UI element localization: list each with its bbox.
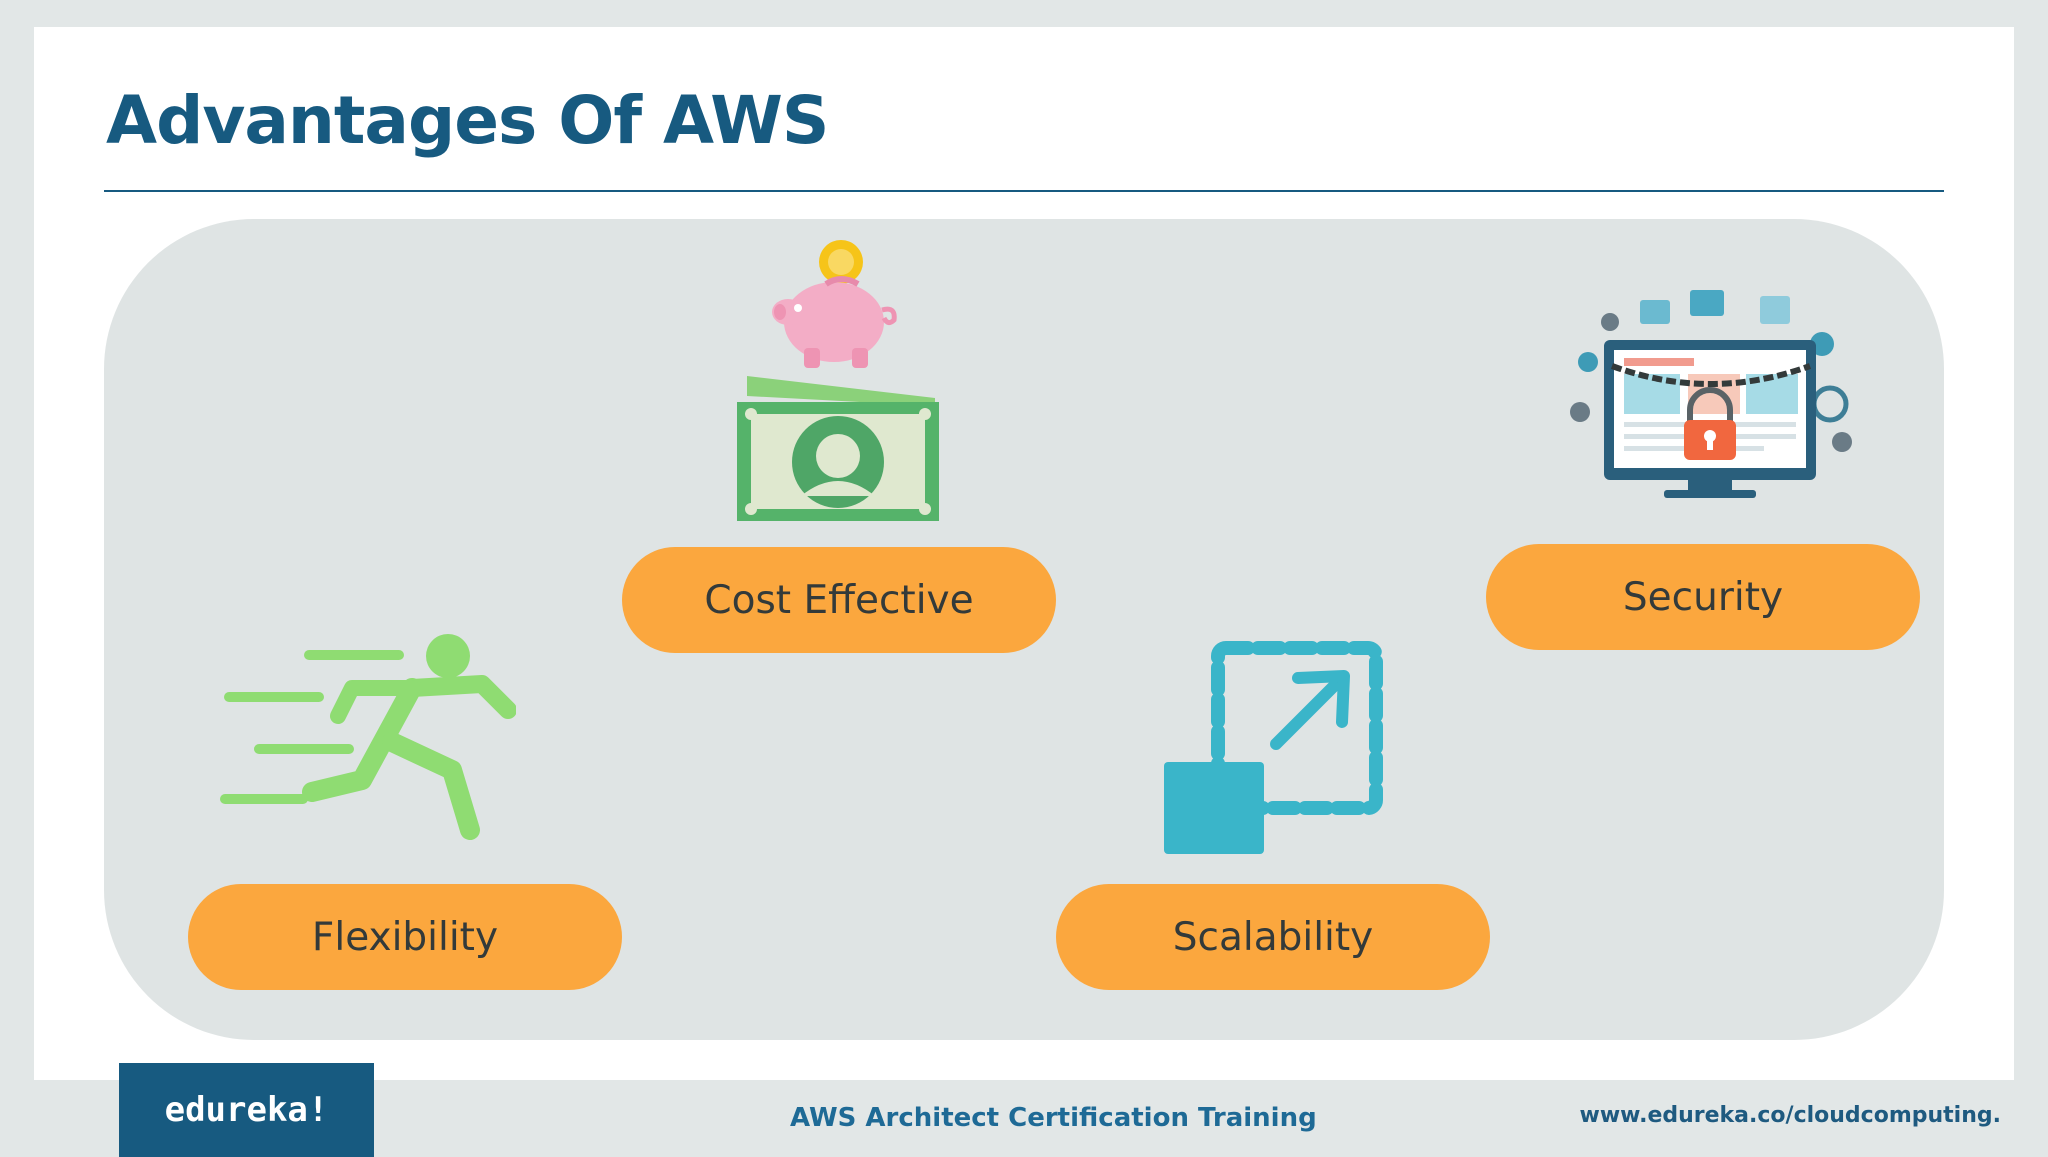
footer-url-link[interactable]: www.edureka.co/cloudcomputing.	[1579, 1103, 2001, 1128]
cost-effective-pill[interactable]: Cost Effective	[622, 547, 1056, 653]
slide-title: Advantages Of AWS	[106, 82, 829, 159]
title-divider	[104, 190, 1944, 192]
edureka-logo[interactable]: edureka!	[119, 1063, 374, 1157]
footer-course-title: AWS Architect Certification Training	[790, 1103, 1317, 1133]
locked-computer-icon	[1570, 290, 1852, 498]
running-person-icon	[220, 634, 516, 840]
cash-bill-icon	[737, 376, 939, 521]
piggy-bank-icon	[772, 240, 897, 368]
resize-arrow-icon	[1164, 641, 1383, 854]
security-pill[interactable]: Security	[1486, 544, 1920, 650]
scalability-pill[interactable]: Scalability	[1056, 884, 1490, 990]
flexibility-pill[interactable]: Flexibility	[188, 884, 622, 990]
